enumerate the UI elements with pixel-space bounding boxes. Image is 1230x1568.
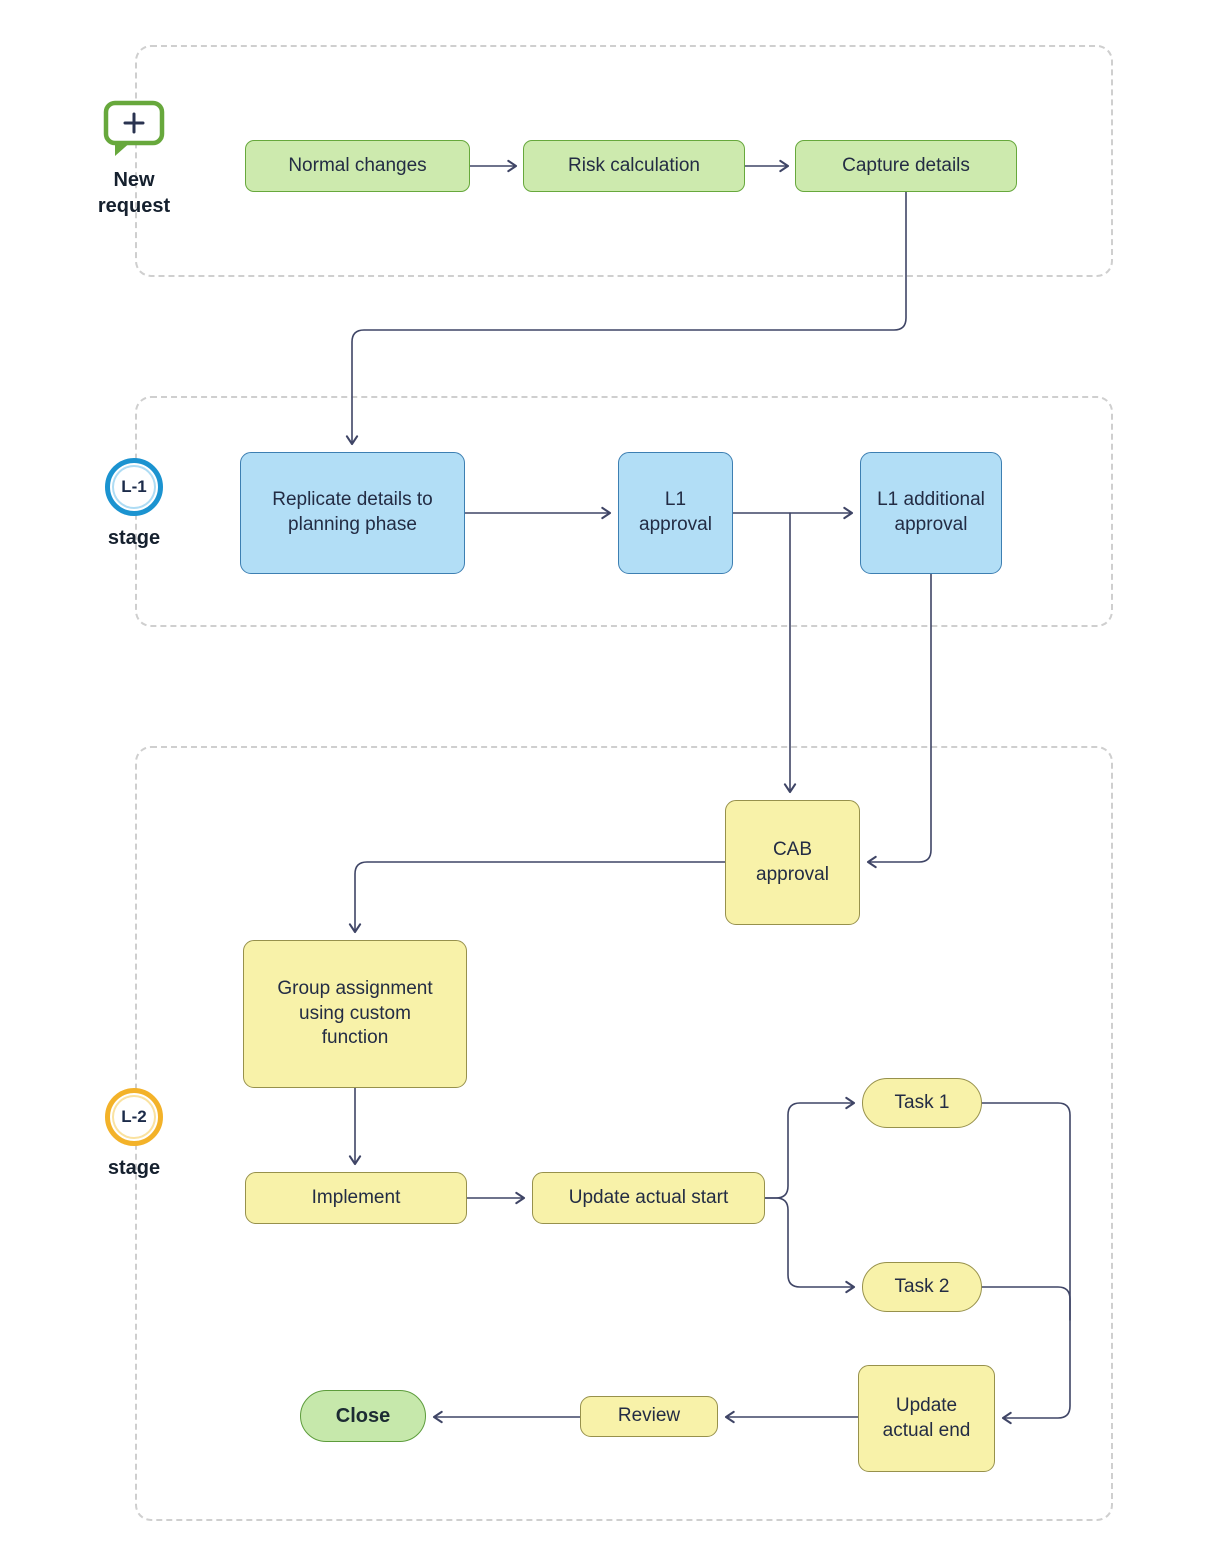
node-task-1: Task 1 [862, 1078, 982, 1128]
l2-stage-label: stage [107, 1157, 161, 1179]
l2-badge-text: L-2 [121, 1107, 147, 1126]
l2-stage-badge: L-2 [105, 1088, 163, 1146]
node-normal-changes: Normal changes [245, 140, 470, 192]
node-review: Review [580, 1396, 718, 1437]
node-update-actual-end: Update actual end [858, 1365, 995, 1472]
node-task-2: Task 2 [862, 1262, 982, 1312]
l2-stage-marker: L-2 stage [79, 1088, 189, 1181]
node-close: Close [300, 1390, 426, 1442]
node-implement: Implement [245, 1172, 467, 1224]
l1-stage-label: stage [107, 527, 161, 549]
new-request-label: New request [97, 169, 171, 217]
node-l1-approval: L1 approval [618, 452, 733, 574]
node-l1-additional-approval: L1 additional approval [860, 452, 1002, 574]
new-request-marker: New request [79, 98, 189, 219]
l1-stage-marker: L-1 stage [79, 458, 189, 551]
l1-badge-text: L-1 [121, 477, 147, 496]
new-request-plus-icon [103, 100, 165, 156]
node-update-actual-start: Update actual start [532, 1172, 765, 1224]
node-capture-details: Capture details [795, 140, 1017, 192]
node-replicate-details: Replicate details to planning phase [240, 452, 465, 574]
node-group-assignment: Group assignment using custom function [243, 940, 467, 1088]
l1-stage-badge: L-1 [105, 458, 163, 516]
node-risk-calculation: Risk calculation [523, 140, 745, 192]
node-cab-approval: CAB approval [725, 800, 860, 925]
